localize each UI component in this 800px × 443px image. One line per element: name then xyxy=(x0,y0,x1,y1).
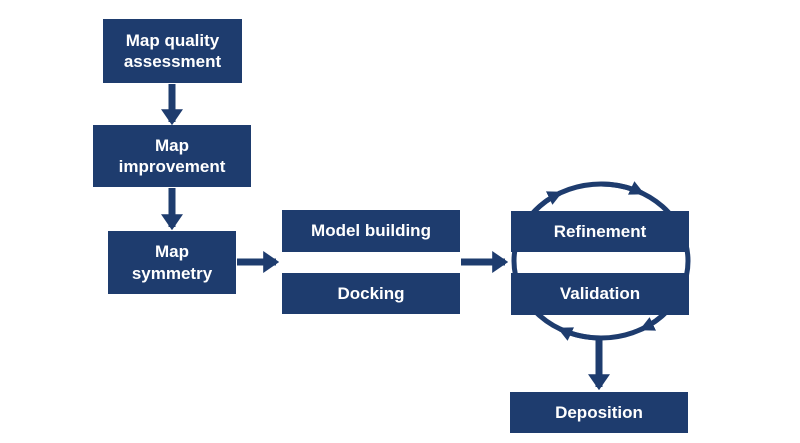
node-deposition: Deposition xyxy=(510,392,688,433)
node-refinement: Refinement xyxy=(511,211,689,252)
node-validation: Validation xyxy=(511,273,689,315)
node-map-symmetry: Map symmetry xyxy=(108,231,236,294)
node-map-improvement: Map improvement xyxy=(93,125,251,187)
node-map-quality-assessment: Map quality assessment xyxy=(103,19,242,83)
node-docking: Docking xyxy=(282,273,460,314)
node-model-building: Model building xyxy=(282,210,460,252)
cycle-arrowhead-bottom-left xyxy=(557,326,602,341)
cycle-arrowhead-top-right xyxy=(600,181,645,196)
